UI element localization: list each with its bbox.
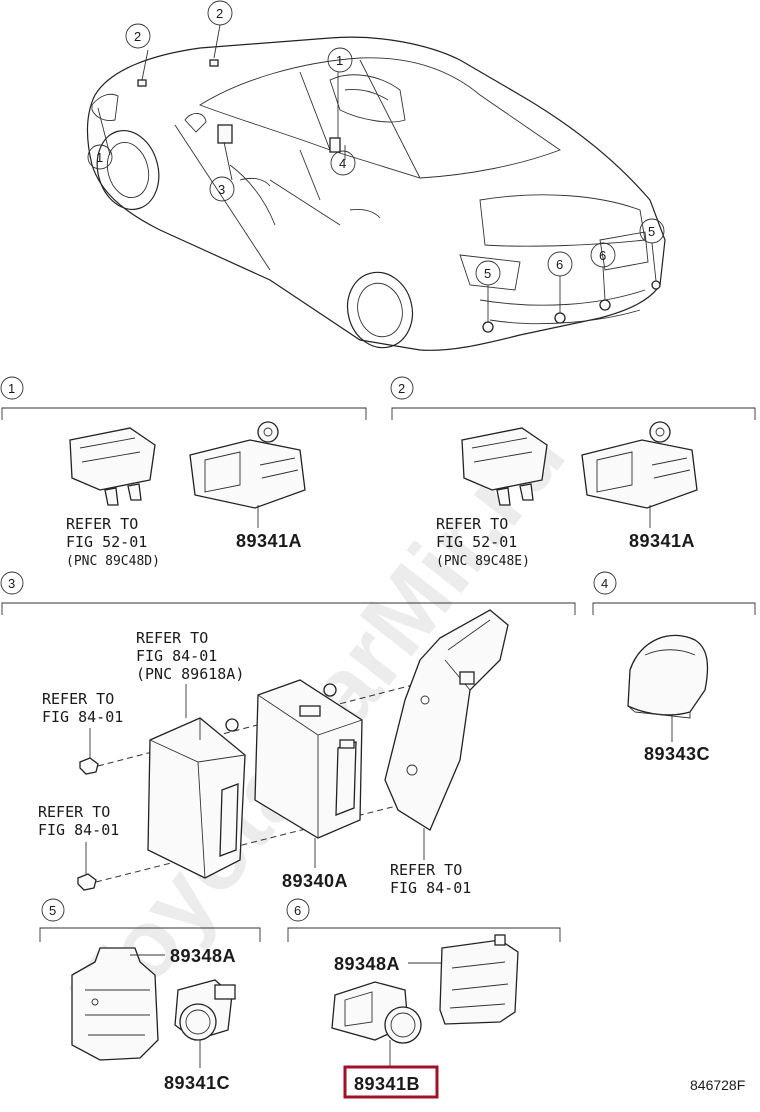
refer-text: (PNC 89C48D): [66, 554, 160, 569]
part-number-89341B[interactable]: 89341B: [354, 1074, 420, 1094]
car-callout-1: 1: [87, 144, 113, 170]
bracket-module-part: [147, 717, 246, 879]
part-number-89348A[interactable]: 89348A: [170, 946, 236, 966]
refer-text: (PNC 89618A): [136, 665, 244, 683]
section-number: 4: [601, 576, 608, 591]
callout-number: 6: [556, 257, 563, 272]
callout-number: 6: [599, 248, 606, 263]
section-6: 6 89348A 89341B: [286, 898, 561, 1099]
refer-text: REFER TO: [66, 515, 138, 533]
section-5: 5 89348A 89341C: [39, 898, 261, 1093]
part-number-89340A[interactable]: 89340A: [282, 871, 348, 891]
car-callout-6b: 6: [590, 242, 616, 268]
car-callout-5a: 5: [475, 260, 501, 286]
sensor-89341A-part: [189, 421, 306, 509]
car-illustration: [86, 24, 666, 351]
section-number: 1: [8, 381, 15, 396]
callout-number: 1: [336, 53, 343, 68]
callout-number: 3: [218, 182, 225, 197]
section-2: 2 REFER TO FIG 52-01 (PNC 89C48E) 89341A: [390, 376, 756, 569]
section-3: 3 REFER TO FIG 84-01 (PNC 89618A) REFER …: [0, 571, 576, 897]
refer-text: FIG 84-01: [38, 821, 119, 839]
sensor-holder-part: [71, 947, 159, 1061]
car-callout-2b: 2: [207, 0, 233, 26]
section-number: 2: [398, 381, 405, 396]
ecu-89340A-part: [254, 679, 363, 839]
refer-text: FIG 52-01: [66, 533, 147, 551]
section-number: 3: [8, 576, 15, 591]
part-number-89348A[interactable]: 89348A: [334, 954, 400, 974]
sensor-89343C-part: [627, 634, 709, 719]
callout-number: 5: [484, 266, 491, 281]
refer-text: REFER TO: [390, 861, 462, 879]
parking-sensor-89341B-part: [331, 981, 422, 1044]
callout-number: 5: [648, 224, 655, 239]
refer-text: REFER TO: [436, 515, 508, 533]
section-number: 6: [294, 903, 301, 918]
section-4: 4 89343C: [592, 571, 756, 764]
callout-number: 4: [339, 156, 346, 171]
mounting-bracket-part: [384, 609, 509, 831]
sensor-holder-part: [439, 934, 519, 1025]
callout-number: 2: [134, 29, 141, 44]
refer-text: REFER TO: [42, 690, 114, 708]
section-1: 1 REFER TO FIG 52-01 (PNC 89C48D) 89341A: [0, 376, 367, 569]
car-callout-3: 3: [209, 176, 235, 202]
car-callout-4: 4: [330, 150, 356, 176]
connector-part: [69, 427, 156, 506]
car-callout-1b: 1: [327, 47, 353, 73]
refer-text: FIG 52-01: [436, 533, 517, 551]
refer-text: (PNC 89C48E): [436, 554, 530, 569]
callout-number: 1: [96, 150, 103, 165]
part-number-89343C[interactable]: 89343C: [644, 744, 710, 764]
sensor-89341A-part: [581, 421, 698, 509]
part-number-89341A[interactable]: 89341A: [629, 531, 695, 551]
section-number: 5: [49, 903, 56, 918]
refer-text: FIG 84-01: [42, 708, 123, 726]
callout-number: 2: [216, 6, 223, 21]
highlight-box: [343, 1065, 439, 1099]
car-callout-2a: 2: [125, 23, 151, 49]
part-number-89341A[interactable]: 89341A: [236, 531, 302, 551]
parking-sensor-89341C-part: [174, 979, 236, 1041]
connector-part: [461, 427, 548, 506]
refer-text: REFER TO: [38, 803, 110, 821]
refer-text: FIG 84-01: [136, 647, 217, 665]
refer-text: FIG 84-01: [390, 879, 471, 897]
refer-text: REFER TO: [136, 629, 208, 647]
car-callout-6a: 6: [547, 251, 573, 277]
figure-code: 846728F: [690, 1077, 745, 1093]
part-number-89341C[interactable]: 89341C: [164, 1073, 230, 1093]
car-callout-5b: 5: [639, 218, 665, 244]
